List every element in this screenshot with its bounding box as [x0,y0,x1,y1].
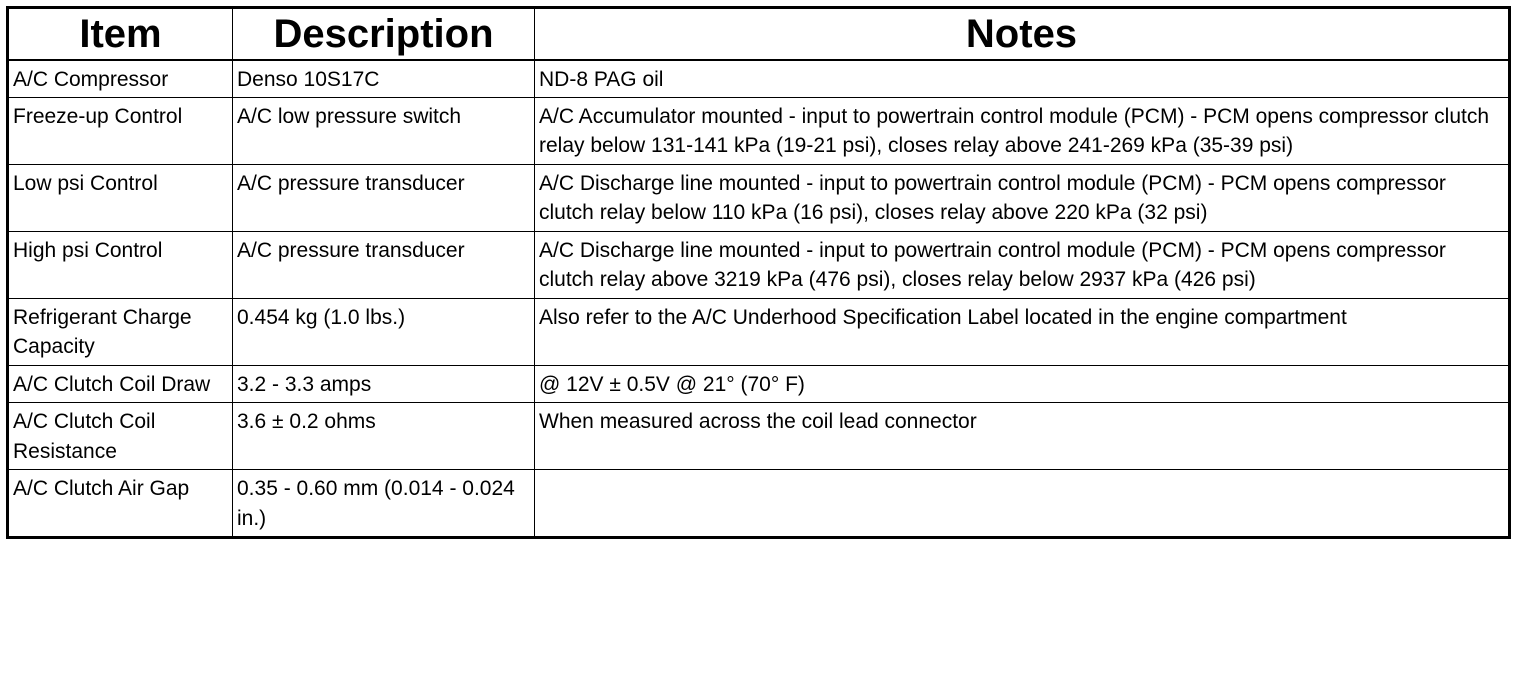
table-row: A/C Clutch Air Gap 0.35 - 0.60 mm (0.014… [7,469,1510,538]
cell-notes: A/C Discharge line mounted - input to po… [534,230,1510,299]
cell-item: Refrigerant Charge Capacity [7,297,233,366]
header-item: Item [7,7,233,61]
cell-notes: Also refer to the A/C Underhood Specific… [534,297,1510,366]
table-body: A/C Compressor Denso 10S17C ND-8 PAG oil… [7,59,1510,538]
cell-description: 0.454 kg (1.0 lbs.) [232,297,535,366]
table-row: Refrigerant Charge Capacity 0.454 kg (1.… [7,297,1510,366]
cell-item: A/C Clutch Air Gap [7,469,233,538]
cell-item: Freeze-up Control [7,96,233,165]
cell-description: A/C pressure transducer [232,163,535,232]
cell-description: A/C pressure transducer [232,230,535,299]
header-row: Item Description Notes [7,7,1510,61]
cell-description: A/C low pressure switch [232,96,535,165]
table-row: A/C Clutch Coil Draw 3.2 - 3.3 amps @ 12… [7,364,1510,403]
spec-table: Item Description Notes A/C Compressor De… [6,6,1511,539]
cell-description: 3.2 - 3.3 amps [232,364,535,403]
cell-notes: When measured across the coil lead conne… [534,402,1510,470]
cell-description: Denso 10S17C [232,59,535,98]
cell-notes: ND-8 PAG oil [534,59,1510,98]
cell-item: Low psi Control [7,163,233,232]
cell-item: A/C Clutch Coil Resistance [7,402,233,470]
cell-notes [534,469,1510,538]
header-description: Description [232,7,535,61]
cell-description: 0.35 - 0.60 mm (0.014 - 0.024 in.) [232,469,535,538]
table-row: High psi Control A/C pressure transducer… [7,230,1510,299]
table-header: Item Description Notes [7,7,1510,61]
cell-notes: A/C Discharge line mounted - input to po… [534,163,1510,232]
table-row: A/C Compressor Denso 10S17C ND-8 PAG oil [7,59,1510,98]
table-row: Low psi Control A/C pressure transducer … [7,163,1510,232]
cell-notes: A/C Accumulator mounted - input to power… [534,96,1510,165]
cell-item: A/C Compressor [7,59,233,98]
cell-notes: @ 12V ± 0.5V @ 21° (70° F) [534,364,1510,403]
cell-item: A/C Clutch Coil Draw [7,364,233,403]
cell-description: 3.6 ± 0.2 ohms [232,402,535,470]
cell-item: High psi Control [7,230,233,299]
table-row: A/C Clutch Coil Resistance 3.6 ± 0.2 ohm… [7,402,1510,470]
table-row: Freeze-up Control A/C low pressure switc… [7,96,1510,165]
header-notes: Notes [534,7,1510,61]
